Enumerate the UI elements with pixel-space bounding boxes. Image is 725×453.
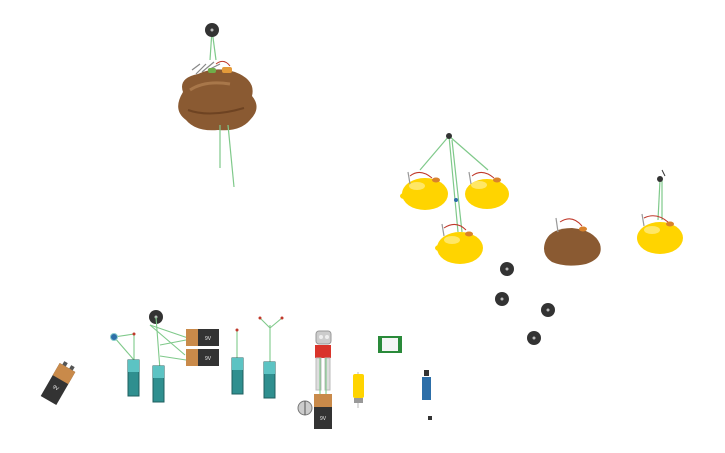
blue-lamp[interactable]: [110, 333, 118, 341]
lemon-cell[interactable]: [465, 171, 509, 209]
potato-cluster[interactable]: [178, 23, 257, 188]
aa-cell[interactable]: [152, 365, 165, 403]
lemon-cell[interactable]: [400, 171, 448, 210]
aa-cell[interactable]: [263, 361, 276, 399]
aa-cell[interactable]: [231, 357, 244, 395]
sensor-module[interactable]: [422, 370, 432, 420]
lemon-cell[interactable]: [637, 169, 683, 254]
svg-text:9V: 9V: [205, 356, 212, 362]
nine-volt-battery[interactable]: 9V: [314, 394, 332, 429]
meter-gauge[interactable]: [297, 400, 313, 416]
pcb-module[interactable]: [378, 336, 402, 353]
wire-bundle: [113, 316, 283, 371]
svg-text:9V: 9V: [320, 416, 327, 422]
svg-text:9V: 9V: [205, 336, 212, 342]
lemon-cell[interactable]: [435, 223, 483, 264]
led-module[interactable]: [315, 330, 332, 395]
lemon-network[interactable]: [400, 133, 509, 264]
aa-cell[interactable]: [127, 359, 140, 397]
nine-volt-battery[interactable]: 9V: [186, 329, 219, 346]
nine-volt-battery[interactable]: 9V: [186, 349, 219, 366]
nine-volt-battery[interactable]: 9V: [40, 360, 78, 405]
battery-label: 9V: [51, 384, 60, 393]
potato-cell[interactable]: [544, 217, 601, 266]
dc-motor[interactable]: [353, 372, 364, 408]
